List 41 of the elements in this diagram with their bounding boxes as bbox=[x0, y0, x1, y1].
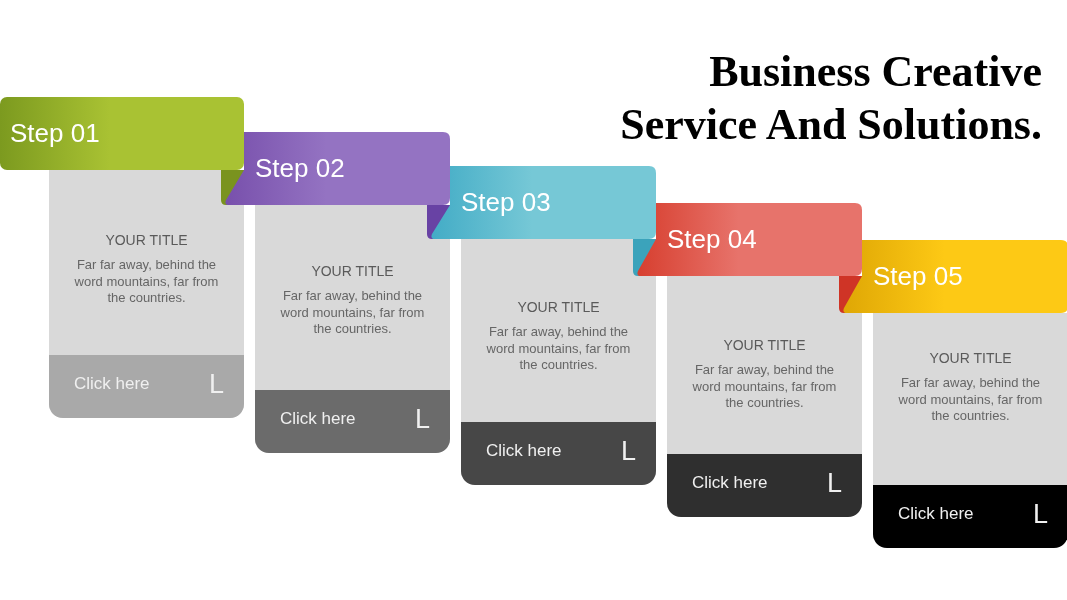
step-card bbox=[49, 170, 244, 418]
step-label: Step 04 bbox=[667, 224, 757, 254]
card-title: YOUR TITLE bbox=[105, 231, 188, 249]
click-here-link: Click here bbox=[74, 374, 150, 394]
footer-glyph: L bbox=[414, 404, 430, 434]
step-label: Step 03 bbox=[461, 187, 551, 217]
card-footer bbox=[255, 390, 450, 453]
step-ribbon bbox=[221, 132, 450, 205]
footer-glyph: L bbox=[208, 369, 224, 399]
card-footer bbox=[667, 454, 862, 517]
step-card bbox=[667, 276, 862, 517]
card-text: Far far away, behind the word mountains, far from the countries. bbox=[485, 324, 632, 374]
click-here-link: Click here bbox=[486, 441, 562, 461]
click-here-link: Click here bbox=[280, 409, 356, 429]
click-here-link: Click here bbox=[898, 504, 974, 524]
card-footer bbox=[49, 355, 244, 418]
step-label: Step 02 bbox=[255, 153, 345, 183]
step-card bbox=[255, 205, 450, 453]
card-title: YOUR TITLE bbox=[929, 349, 1012, 367]
step-ribbon bbox=[839, 240, 1067, 313]
card-footer bbox=[461, 422, 656, 485]
card-text: Far far away, behind the word mountains, far from the countries. bbox=[897, 375, 1044, 425]
card-title: YOUR TITLE bbox=[517, 298, 600, 316]
footer-glyph: L bbox=[620, 436, 636, 466]
card-footer bbox=[873, 485, 1067, 548]
footer-glyph: L bbox=[826, 468, 842, 498]
step-label: Step 05 bbox=[873, 261, 963, 291]
footer-glyph: L bbox=[1032, 499, 1048, 529]
step-ribbon bbox=[633, 203, 862, 276]
card-title: YOUR TITLE bbox=[723, 336, 806, 354]
card-title: YOUR TITLE bbox=[311, 262, 394, 280]
click-here-link: Click here bbox=[692, 473, 768, 493]
step-card bbox=[873, 313, 1067, 548]
step-card bbox=[461, 239, 656, 485]
heading: Business Creative Service And Solutions. bbox=[619, 46, 1042, 151]
card-text: Far far away, behind the word mountains, far from the countries. bbox=[279, 288, 426, 338]
card-text: Far far away, behind the word mountains, far from the countries. bbox=[73, 257, 220, 307]
step-ribbon bbox=[427, 166, 656, 239]
card-text: Far far away, behind the word mountains, far from the countries. bbox=[691, 362, 838, 412]
step-label: Step 01 bbox=[10, 118, 100, 148]
step-ribbon bbox=[0, 97, 244, 170]
